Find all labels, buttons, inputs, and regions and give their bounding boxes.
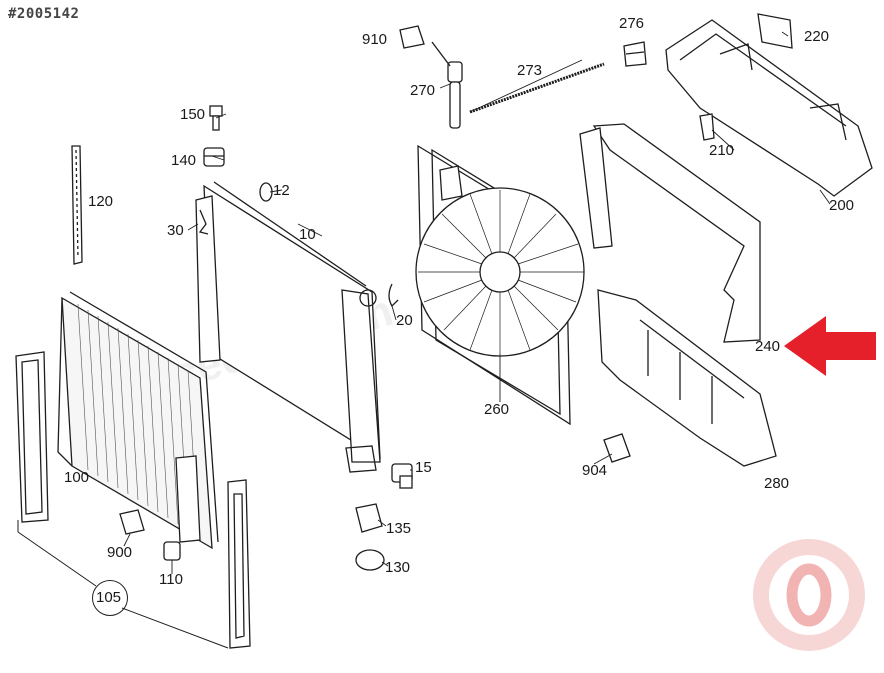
part-120-drawing xyxy=(71,145,83,265)
part-276-drawing xyxy=(623,41,647,67)
label-200: 200 xyxy=(829,197,855,214)
part-135-drawing xyxy=(355,503,383,533)
label-30: 30 xyxy=(167,222,184,239)
label-273: 273 xyxy=(517,62,543,79)
part-910-drawing xyxy=(399,25,425,49)
label-270: 270 xyxy=(410,82,436,99)
label-20: 20 xyxy=(396,312,413,329)
label-280: 280 xyxy=(764,475,790,492)
part-150-drawing xyxy=(209,105,223,131)
label-240: 240 xyxy=(755,338,781,355)
part-280-drawing xyxy=(597,289,777,467)
label-150: 150 xyxy=(180,106,206,123)
reference-id: #2005142 xyxy=(8,6,80,22)
label-110: 110 xyxy=(159,571,183,588)
part-220-drawing xyxy=(757,13,793,49)
part-15-drawing xyxy=(391,463,413,489)
part-105-leader-lines xyxy=(17,520,229,649)
part-260-drawing xyxy=(415,144,585,426)
label-900: 900 xyxy=(107,544,133,561)
part-273-drawing xyxy=(469,62,605,114)
part-20-drawing xyxy=(388,283,399,308)
label-100: 100 xyxy=(64,469,90,486)
label-120: 120 xyxy=(88,193,114,210)
part-10-drawing xyxy=(195,181,381,473)
label-276: 276 xyxy=(619,15,645,32)
label-105: 105 xyxy=(96,589,122,606)
part-900-drawing xyxy=(119,509,145,535)
label-10: 10 xyxy=(299,226,316,243)
part-100-left-bracket xyxy=(15,351,49,523)
label-210: 210 xyxy=(709,142,735,159)
part-30-drawing xyxy=(198,209,209,235)
assembly-105-circle xyxy=(92,580,128,616)
part-130-drawing xyxy=(355,549,385,571)
part-100-drawing xyxy=(57,291,219,550)
label-904: 904 xyxy=(582,462,608,479)
label-130: 130 xyxy=(385,559,411,576)
label-15: 15 xyxy=(415,459,432,476)
label-12: 12 xyxy=(273,182,290,199)
part-904-drawing xyxy=(603,433,631,463)
label-135: 135 xyxy=(386,520,412,537)
label-220: 220 xyxy=(804,28,830,45)
label-910: 910 xyxy=(362,31,388,48)
red-arrow-icon xyxy=(784,316,876,376)
part-100-right-bracket xyxy=(227,479,251,649)
label-140: 140 xyxy=(171,152,197,169)
part-210-drawing xyxy=(699,113,715,141)
part-110-drawing xyxy=(163,541,181,561)
part-240-drawing xyxy=(579,123,761,343)
brand-logo-icon xyxy=(753,539,865,651)
part-200-drawing xyxy=(665,19,873,197)
label-260: 260 xyxy=(484,401,510,418)
part-270-drawing xyxy=(431,41,463,129)
